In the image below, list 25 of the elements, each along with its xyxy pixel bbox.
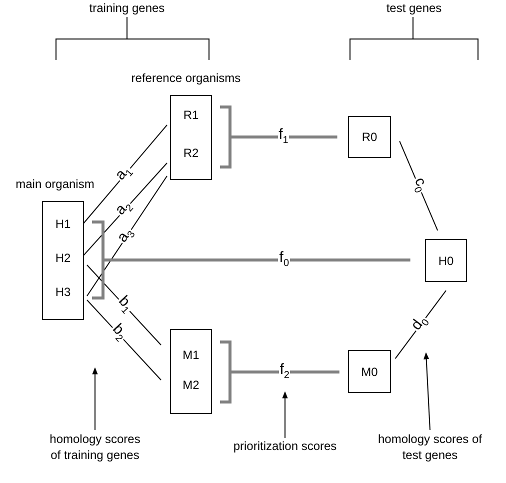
gene-label: R2 [171,143,211,163]
gene-box: M0 [348,350,391,393]
organism-label: reference organisms [130,70,242,86]
connector-line [86,176,168,296]
connector-line [218,340,341,404]
organism-label: main organism [14,176,96,192]
annotation-text: homology scores of test genes [372,430,488,464]
group-label: test genes [385,0,443,16]
group-label: training genes [88,0,166,16]
gene-label: R1 [171,105,211,125]
arrow [282,391,288,438]
gene-label: M1 [171,345,211,365]
gene-label: H1 [43,214,83,234]
gene-label: H3 [43,282,83,302]
connector-line [82,124,168,224]
gene-label: H2 [43,248,83,268]
arrow [424,352,430,430]
gene-box: H0 [425,239,467,282]
gene-label: M2 [171,375,211,395]
connector-line [90,220,412,300]
connector-line [218,106,339,168]
annotation-text: homology scores of training genes [43,430,147,464]
arrow [92,367,98,430]
annotation-text: prioritization scores [220,438,350,454]
gene-box: R0 [348,116,391,158]
